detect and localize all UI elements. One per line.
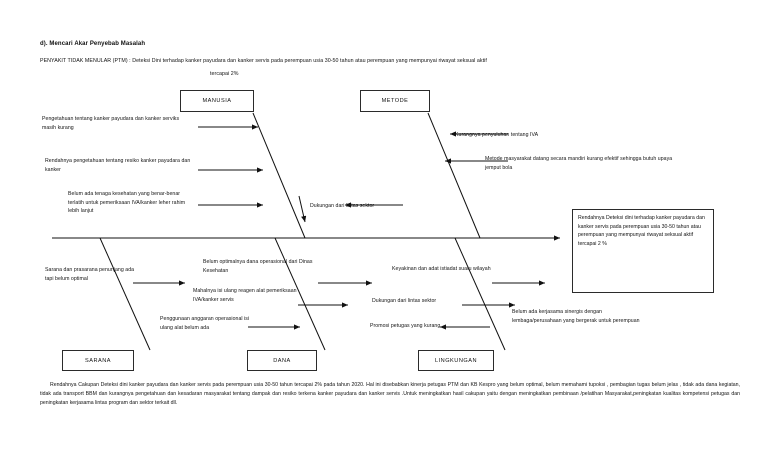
category-box-metode[interactable]: METODE (360, 90, 430, 112)
category-box-lingkungan[interactable]: LINGKUNGAN (418, 350, 494, 371)
cause-dana-1: Belum optimalnya dana operasional dari D… (203, 259, 313, 274)
cause-dana-2: Mahalnya isi ulang reagen alat pemeriksa… (193, 288, 297, 303)
cause-metode-2: Metode masyarakat datang secara mandiri … (485, 156, 673, 171)
cause-metode-3: Dukungan dari lintas sektor (310, 203, 375, 209)
cause-lingkungan-4: Belum ada kerjasama sinergis dengan lemb… (512, 309, 640, 324)
page-title: d). Mencari Akar Penyebab Masalah (40, 41, 146, 47)
problem-statement: PENYAKIT TIDAK MENULAR (PTM) : Deteksi D… (40, 58, 487, 64)
cause-metode-1: Kurangnya penyuluhan tentang IVA (455, 132, 539, 138)
cause-lingkungan-2: Dukungan dari lintas sektor (372, 298, 437, 304)
category-box-sarana[interactable]: SARANA (62, 350, 134, 371)
cause-sarana-1: Sarana dan prasarana penunjang ada tapi … (45, 267, 135, 282)
cause-lingkungan-3: Promosi petugas yang kurang (370, 323, 441, 329)
cause-manusia-1: Pengetahuan tentang kanker payudara dan … (42, 116, 180, 131)
cause-lingkungan-1: Keyakinan dan adat istiadat suatu wilaya… (392, 266, 491, 272)
cause-manusia-3: Belum ada tenaga kesehatan yang benar-be… (68, 191, 186, 215)
effect-box: Rendahnya Deteksi dini terhadap kanker p… (572, 209, 714, 293)
cause-manusia-2: Rendahnya pengetahuan tentang resiko kan… (45, 158, 191, 173)
category-box-dana[interactable]: DANA (247, 350, 317, 371)
summary-paragraph: Rendahnya Cakupan Deteksi dini kanker pa… (40, 382, 740, 407)
cause-dana-3: Penggunaan anggaran operasional isi ulan… (160, 316, 250, 331)
problem-statement-line2: tercapai 2% (210, 71, 239, 77)
category-box-manusia[interactable]: MANUSIA (180, 90, 254, 112)
